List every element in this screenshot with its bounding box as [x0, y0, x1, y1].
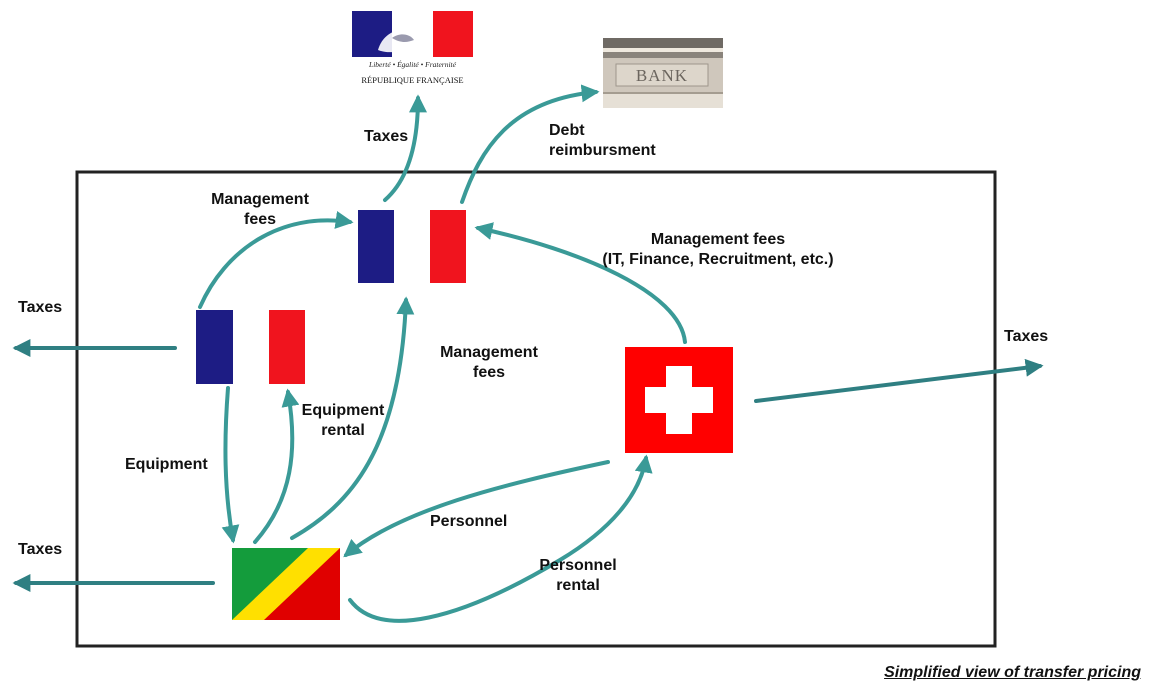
label-mgmt-left-line2: fees: [243, 211, 277, 228]
label-taxes-to-state: Taxes: [364, 128, 409, 145]
switzerland-flag: [625, 347, 733, 453]
logo-name: RÉPUBLIQUE FRANÇAISE: [361, 75, 463, 85]
label-debt-reimbursement: Debt reimbursment: [549, 121, 656, 161]
republique-francaise-logo: Liberté • Égalité • Fraternité RÉPUBLIQU…: [352, 11, 473, 91]
label-management-fees-swiss: Management fees (IT, Finance, Recruitmen…: [568, 230, 868, 270]
label-equip-rental-line1: Equipment: [301, 402, 385, 419]
logo-motto: Liberté • Égalité • Fraternité: [368, 59, 457, 69]
label-mgmt-left-line1: Management: [211, 191, 309, 208]
label-management-fees-congo: Management fees: [427, 343, 551, 383]
label-mgmt-mid-line2: fees: [472, 364, 506, 381]
group-boundary-frame: [75, 170, 997, 648]
arrow-management-fees-subsidiary-to-parent: [198, 211, 354, 309]
label-debt-line1: Debt: [549, 122, 585, 139]
label-personnel-rental: Personnel rental: [525, 556, 631, 596]
arrow-debt-reimbursement-to-bank: [460, 84, 600, 204]
label-debt-line2: reimbursment: [549, 142, 656, 159]
label-pers-rental-line2: rental: [556, 577, 600, 594]
france-flag-subsidiary: [196, 310, 305, 384]
figure-caption: Simplified view of transfer pricing: [884, 664, 1141, 681]
arrow-taxes-to-france-state: [383, 94, 427, 202]
label-equip-rental-line2: rental: [321, 422, 365, 439]
label-taxes-left-lower: Taxes: [18, 541, 63, 558]
label-mgmt-swiss-line1: Management fees: [650, 231, 786, 248]
congo-flag: [232, 548, 340, 620]
arrow-taxes-right: [754, 358, 1044, 403]
label-management-fees-left: Management fees: [200, 190, 320, 230]
label-taxes-left-upper: Taxes: [18, 299, 63, 316]
label-personnel: Personnel: [430, 513, 508, 530]
label-taxes-right: Taxes: [1004, 328, 1049, 345]
label-mgmt-mid-line1: Management: [440, 344, 538, 361]
label-equipment: Equipment: [125, 456, 208, 473]
arrow-personnel-swiss-to-congo: [343, 460, 610, 558]
arrow-management-fees-swiss-to-parent: [474, 222, 687, 344]
bank-image: BANK: [603, 38, 723, 108]
label-pers-rental-line1: Personnel: [539, 557, 617, 574]
label-equipment-rental: Equipment rental: [290, 401, 396, 441]
arrow-equipment-to-congo: [221, 386, 240, 544]
france-flag-parent: [358, 210, 466, 283]
label-mgmt-swiss-line2: (IT, Finance, Recruitment, etc.): [602, 251, 834, 268]
arrow-personnel-rental-congo-to-swiss: [348, 454, 653, 623]
arrow-equipment-rental-to-subsidiary: [253, 388, 300, 544]
arrow-management-fees-congo-to-parent: [290, 296, 415, 540]
bank-text: BANK: [636, 66, 688, 85]
